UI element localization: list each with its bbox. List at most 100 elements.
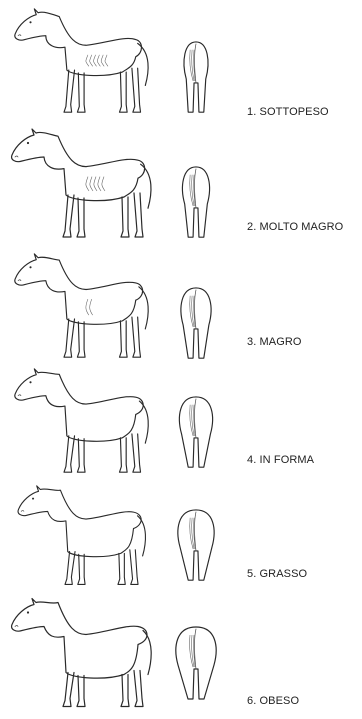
horse-leg	[119, 72, 127, 112]
horse-eye	[32, 498, 34, 500]
horse-leg	[65, 552, 75, 585]
hindquarter-outline	[182, 167, 209, 237]
horse-nostril	[15, 156, 18, 157]
condition-label: 4. IN FORMA	[247, 454, 314, 466]
horse-nostril	[15, 626, 18, 627]
horse-rear-drawing	[175, 508, 217, 586]
horse-body-outline	[15, 369, 143, 441]
horse-leg	[132, 68, 141, 112]
rib-line	[101, 55, 104, 66]
horse-body-outline	[12, 599, 147, 679]
horse-rear-view	[175, 395, 217, 473]
horse-leg	[63, 195, 74, 237]
horse-leg	[77, 676, 85, 707]
horse-eye	[29, 381, 31, 383]
horse-eye	[27, 142, 29, 144]
condition-label: 6. OBESO	[247, 695, 299, 707]
shading-line	[190, 50, 193, 81]
condition-row-4: 4. IN FORMA	[0, 365, 362, 480]
condition-row-1: 1. SOTTOPESO	[0, 5, 362, 120]
rib-line	[90, 299, 93, 315]
shading-line	[190, 405, 193, 436]
horse-body-outline	[12, 129, 145, 201]
horse-leg	[78, 554, 85, 584]
shading-line	[190, 175, 193, 206]
horse-rear-view	[175, 620, 217, 710]
horse-leg	[119, 438, 127, 472]
horse-rear-view	[175, 286, 217, 364]
horse-rear-view	[175, 165, 217, 243]
horse-leg	[77, 73, 85, 112]
horse-eye	[29, 266, 31, 268]
horse-rear-view	[175, 508, 217, 586]
shading-line	[190, 518, 193, 549]
rib-line	[90, 55, 93, 66]
horse-side-drawing	[6, 7, 166, 117]
horse-leg	[132, 434, 141, 472]
horse-rear-drawing	[175, 620, 217, 710]
rib-line	[90, 177, 93, 191]
horse-leg	[121, 197, 129, 237]
hindquarter-outline	[181, 288, 211, 358]
rib-line	[86, 55, 89, 66]
horse-leg	[64, 319, 75, 357]
horse-leg	[134, 193, 143, 237]
condition-row-2: 2. MOLTO MAGRO	[0, 125, 362, 245]
horse-tail	[139, 401, 148, 443]
condition-row-6: 6. OBESO	[0, 596, 362, 716]
horse-side-view	[6, 127, 166, 242]
horse-tail	[137, 516, 145, 556]
horse-rear-drawing	[175, 165, 217, 243]
rib-line	[98, 177, 101, 191]
horse-body-outline	[15, 254, 143, 324]
horse-side-drawing	[6, 596, 166, 712]
hindquarter-outline	[179, 397, 212, 467]
horse-side-view	[6, 252, 166, 362]
rib-line	[105, 55, 108, 66]
horse-rear-view	[175, 40, 217, 118]
horse-eye	[29, 21, 31, 23]
rib-line	[102, 177, 105, 191]
rib-line	[94, 55, 97, 66]
horse-side-view	[6, 367, 166, 477]
horse-nostril	[21, 510, 24, 511]
condition-row-3: 3. MAGRO	[0, 250, 362, 365]
horse-leg	[118, 553, 125, 584]
horse-leg	[130, 550, 138, 585]
condition-label: 5. GRASSO	[247, 568, 307, 580]
horse-rear-drawing	[175, 40, 217, 118]
horse-leg	[63, 673, 74, 707]
horse-leg	[77, 439, 85, 472]
horse-side-drawing	[6, 127, 166, 242]
rib-line	[94, 177, 97, 191]
horse-rear-drawing	[175, 395, 217, 473]
horse-leg	[134, 671, 143, 707]
hindquarter-outline	[184, 42, 208, 112]
horse-leg	[77, 198, 85, 237]
rib-line	[86, 177, 89, 191]
horse-side-view	[6, 596, 166, 712]
horse-tail	[141, 164, 151, 208]
condition-label: 3. MAGRO	[247, 336, 302, 348]
horse-nostril	[18, 395, 21, 396]
horse-body-outline	[18, 486, 141, 557]
horse-leg	[119, 321, 127, 357]
condition-row-5: 5. GRASSO	[0, 482, 362, 592]
horse-leg	[132, 317, 141, 357]
rib-line	[86, 299, 89, 315]
horse-leg	[121, 675, 129, 707]
horse-leg	[77, 322, 85, 357]
condition-label: 1. SOTTOPESO	[247, 106, 329, 118]
horse-eye	[27, 611, 29, 613]
rib-line	[97, 55, 100, 66]
horse-side-view	[6, 484, 166, 589]
horse-leg	[64, 70, 75, 112]
horse-side-drawing	[6, 484, 166, 589]
horse-side-view	[6, 7, 166, 117]
horse-side-drawing	[6, 252, 166, 362]
hindquarter-outline	[176, 627, 216, 699]
horse-tail	[138, 43, 148, 85]
shading-line	[190, 635, 193, 667]
horse-tail	[139, 287, 148, 329]
horse-nostril	[18, 280, 21, 281]
